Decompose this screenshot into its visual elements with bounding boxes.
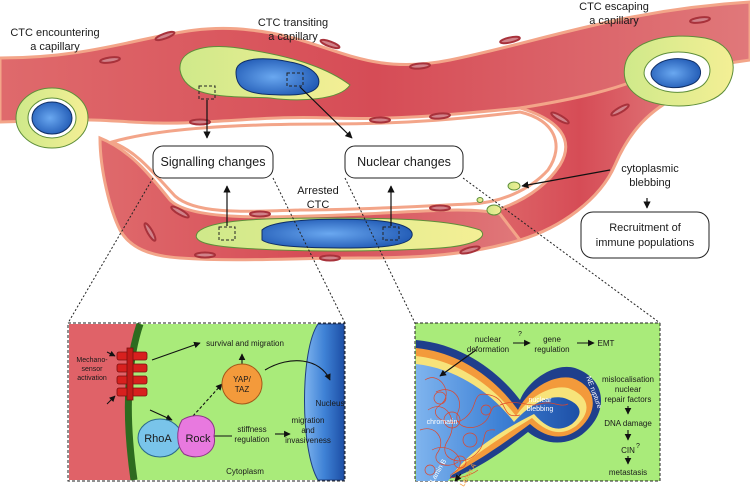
cytoplasmic-blebbing-label-1: cytoplasmic	[621, 163, 679, 175]
stiffness-label-2: regulation	[234, 435, 269, 444]
emt-label: EMT	[598, 339, 615, 348]
migration-label-2: and	[301, 426, 314, 435]
mislocalisation-label-3: repair factors	[605, 395, 652, 404]
metastasis-label: metastasis	[609, 468, 647, 477]
chromatin-label: chromatin	[427, 419, 458, 426]
recruitment-label-2: immune populations	[596, 237, 695, 249]
signalling-changes-box	[152, 145, 274, 179]
nuclear-changes-box	[344, 145, 464, 179]
rhoa-label: RhoA	[144, 433, 172, 445]
endothelial-marks	[99, 16, 711, 262]
zoom-lines	[67, 177, 661, 324]
ctc-transiting-label-1: CTC transiting	[258, 17, 328, 29]
nuclear-changes-label: Nuclear changes	[357, 155, 451, 169]
survival-migration-label: survival and migration	[206, 339, 284, 348]
cytoplasm-label: Cytoplasm	[226, 467, 264, 476]
ctc-encountering-cell	[15, 87, 89, 149]
cytoplasmic-blebs	[476, 181, 521, 216]
rock-label: Rock	[185, 433, 211, 445]
dashed-selection-boxes	[198, 72, 400, 241]
recruitment-box	[580, 211, 710, 259]
ctc-transiting-label-2: a capillary	[268, 31, 318, 43]
nuclear-deformation-label-1: nuclear	[475, 335, 502, 344]
mislocalisation-label-2: nuclear	[615, 385, 642, 394]
signalling-panel	[67, 322, 346, 482]
ctc-transiting-cell	[179, 46, 351, 101]
rock-node	[177, 415, 216, 458]
signalling-changes-label: Signalling changes	[161, 155, 266, 169]
ctc-encountering-label-1: CTC encountering	[10, 27, 99, 39]
cytoplasmic-blebbing-label-2: blebbing	[629, 177, 671, 189]
yap-taz-node	[221, 363, 263, 405]
left-panel-labels: Mechano- sensor activation survival and …	[76, 339, 344, 476]
arrested-ctc-label-1: Arrested	[297, 185, 339, 197]
top-arrows	[203, 86, 651, 226]
top-labels: CTC encountering a capillary CTC transit…	[10, 1, 694, 249]
ctc-escaping-label-2: a capillary	[589, 15, 639, 27]
nucleus-label: Nucleus	[316, 399, 345, 408]
nuclear-deformation-label-2: deformation	[467, 345, 509, 354]
nuclear-blebbing-label-2: blebbing	[527, 406, 554, 413]
dna-damage-label: DNA damage	[604, 419, 652, 428]
gene-regulation-label-1: gene	[543, 335, 561, 344]
mechanosensor-label-2: sensor	[81, 366, 103, 373]
nuclear-panel	[414, 322, 661, 482]
gene-regulation-label-2: regulation	[534, 345, 569, 354]
arrested-ctc-cell	[195, 217, 483, 252]
migration-label-3: invasiveness	[285, 436, 331, 445]
mechanosensor-label-1: Mechano-	[76, 357, 108, 364]
cin-label: CIN	[621, 446, 635, 455]
ctc-encountering-label-2: a capillary	[30, 41, 80, 53]
yap-taz-label-1: YAP/	[233, 375, 251, 384]
migration-label-1: migration	[292, 416, 325, 425]
mechanosensor-receptors	[116, 347, 148, 401]
nuclear-blebbing-label-1: nuclear	[529, 397, 553, 404]
question-mark-2: ?	[636, 443, 640, 450]
stiffness-label-1: stiffness	[237, 425, 266, 434]
question-mark-1: ?	[518, 331, 522, 338]
recruitment-label-1: Recruitment of	[609, 222, 681, 234]
ctc-escaping-cell	[623, 35, 734, 107]
mislocalisation-label-1: mislocalisation	[602, 375, 654, 384]
arrested-ctc-label-2: CTC	[307, 199, 330, 211]
mechanosensor-label-3: activation	[77, 375, 107, 382]
yap-taz-label-2: TAZ	[235, 385, 250, 394]
ctc-escaping-label-1: CTC escaping	[579, 1, 649, 13]
